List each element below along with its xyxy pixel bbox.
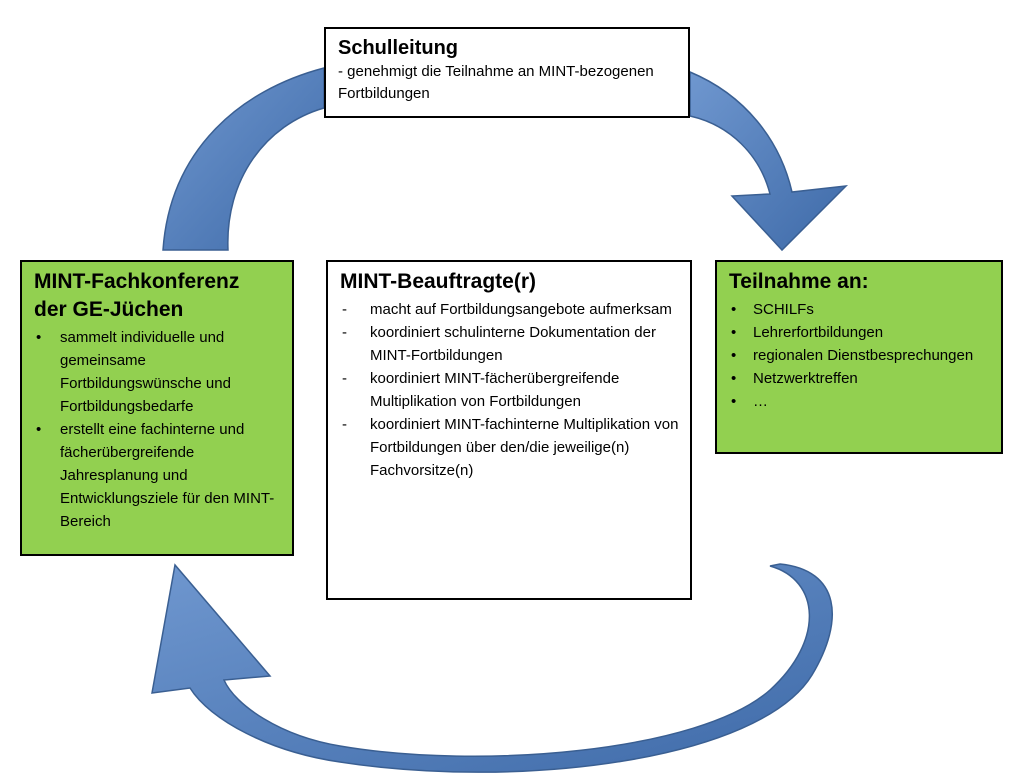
list-item: SCHILFs	[729, 298, 991, 321]
fachkonferenz-title-line2: der GE-Jüchen	[34, 298, 184, 321]
list-item: koordiniert MINT-fächerübergreifende Mul…	[340, 367, 680, 413]
teilnahme-title: Teilnahme an:	[729, 270, 869, 293]
schulleitung-title: Schulleitung	[338, 37, 458, 59]
list-item: …	[729, 390, 991, 413]
fachkonferenz-list: sammelt individuelle und gemeinsame Fort…	[34, 326, 282, 533]
beauftragte-list: macht auf Fortbildungsangebote aufmerksa…	[340, 298, 680, 482]
list-item: erstellt eine fachinterne und fächerüber…	[34, 418, 282, 533]
list-item: sammelt individuelle und gemeinsame Fort…	[34, 326, 282, 418]
arrow-fachkonferenz-to-schulleitung	[162, 67, 325, 251]
schulleitung-box: Schulleitung - genehmigt die Teilnahme a…	[324, 27, 690, 118]
arrow-teilnahme-to-fachkonferenz	[151, 563, 833, 773]
list-item: Netzwerktreffen	[729, 367, 991, 390]
beauftragte-box: MINT-Beauftragte(r) macht auf Fortbildun…	[326, 260, 692, 600]
beauftragte-title: MINT-Beauftragte(r)	[340, 270, 537, 293]
teilnahme-box: Teilnahme an: SCHILFs Lehrerfortbildunge…	[715, 260, 1003, 454]
list-item: koordiniert schulinterne Dokumentation d…	[340, 321, 680, 367]
arrow-schulleitung-to-teilnahme	[689, 70, 849, 252]
list-item: regionalen Dienstbesprechungen	[729, 344, 991, 367]
schulleitung-text: - genehmigt die Teilnahme an MINT-bezoge…	[338, 63, 654, 102]
fachkonferenz-box: MINT-Fachkonferenz der GE-Jüchen sammelt…	[20, 260, 294, 556]
fachkonferenz-title-line1: MINT-Fachkonferenz	[34, 270, 240, 293]
list-item: Lehrerfortbildungen	[729, 321, 991, 344]
list-item: macht auf Fortbildungsangebote aufmerksa…	[340, 298, 680, 321]
teilnahme-list: SCHILFs Lehrerfortbildungen regionalen D…	[729, 298, 991, 413]
list-item: koordiniert MINT-fachinterne Multiplikat…	[340, 413, 680, 482]
